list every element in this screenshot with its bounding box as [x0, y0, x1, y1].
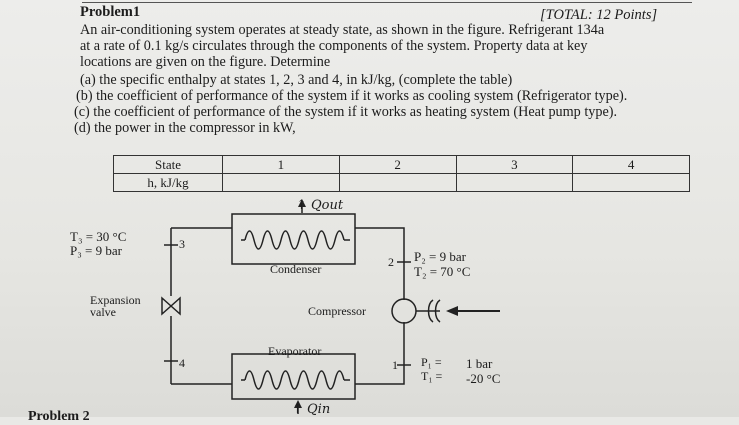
evaporator-box [231, 353, 356, 400]
expansion-valve-symbol [161, 296, 181, 316]
next-problem-title: Problem 2 [28, 409, 90, 424]
evaporator-coil [244, 370, 345, 390]
question-b: (b) the coefficient of performance of th… [76, 88, 628, 104]
problem-points: [TOTAL: 12 Points] [540, 7, 658, 23]
state1-temperature-value: -20 °C [466, 371, 501, 386]
condenser-box [231, 213, 356, 265]
pipe-condenser-to-compressor [355, 227, 405, 300]
pipe-evaporator-to-compressor [355, 322, 405, 385]
state1-pressure-label: P₁ = [421, 355, 442, 369]
state2-pressure: P₂ = 9 bar [414, 249, 466, 264]
compressor-circle [391, 298, 417, 324]
work-arrow-head [446, 306, 458, 316]
question-c: (c) the coefficient of performance of th… [74, 104, 618, 120]
enthalpy-table: State 1 2 3 4 h, kJ/kg [113, 155, 690, 192]
table-h-4[interactable] [572, 173, 690, 192]
state3-temperature: T₃ = 30 °C [70, 229, 127, 244]
question-a: (a) the specific enthalpy at states 1, 2… [80, 72, 513, 88]
state2-temperature: T₂ = 70 °C [414, 264, 471, 279]
problem-line-1: An air-conditioning system operates at s… [80, 22, 605, 38]
expansion-valve-label-2: valve [90, 305, 116, 319]
problem-line-3: locations are given on the figure. Deter… [80, 54, 331, 70]
state4-marker: 4 [179, 356, 185, 370]
problem-title: Problem1 [80, 4, 141, 20]
state1-pressure-value: 1 bar [466, 356, 493, 371]
state1-temperature-label: T₁ = [421, 369, 443, 383]
question-d: (d) the power in the compressor in kW, [74, 120, 296, 136]
state1-marker: 1 [392, 358, 398, 372]
table-row: h, kJ/kg [113, 173, 690, 192]
expansion-valve-label-1: Expansion [90, 293, 141, 307]
problem-line-2: at a rate of 0.1 kg/s circulates through… [80, 38, 588, 54]
heat-out-label: ↑ Qout [296, 198, 344, 213]
compressor-label: Compressor [308, 304, 366, 318]
top-rule [82, 2, 692, 3]
state2-marker: 2 [388, 255, 394, 269]
state3-marker: 3 [179, 237, 185, 251]
table-header-enthalpy: h, kJ/kg [113, 173, 223, 192]
condenser-coil [244, 230, 345, 250]
heat-in-label: ↑ Qin [292, 402, 331, 417]
state3-pressure: P₃ = 9 bar [70, 243, 122, 258]
condenser-label: Condenser [270, 262, 322, 276]
evaporator-label: Evaporator [268, 344, 322, 358]
